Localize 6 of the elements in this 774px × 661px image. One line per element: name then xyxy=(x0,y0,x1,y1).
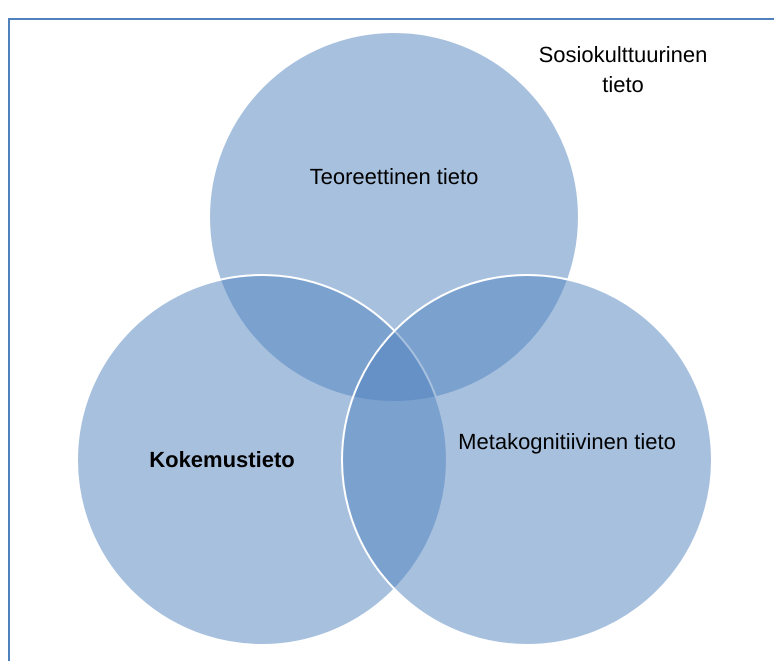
frame-border xyxy=(8,18,774,661)
circle-label: Kokemustieto xyxy=(148,446,296,474)
circle-label: Metakognitiivinen tieto xyxy=(457,428,677,456)
venn-circle xyxy=(340,273,714,647)
circle-label: Teoreettinen tieto xyxy=(308,163,480,191)
circle-label: Sosiokulttuurinen tieto xyxy=(538,41,708,99)
